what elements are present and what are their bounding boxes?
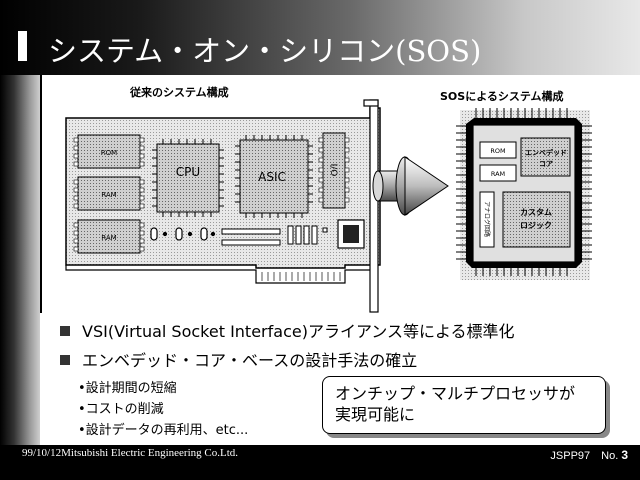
- title-bullet-bar: [18, 31, 27, 61]
- chip-ram-label: RAM: [491, 170, 505, 178]
- chip-embedded-core-label-1: エンベデッド: [525, 148, 567, 157]
- callout-line-2: 実現可能に: [335, 405, 416, 424]
- sub-item-1: •設計期間の短縮: [78, 381, 177, 396]
- board-ram-label-1: RAM: [101, 191, 116, 199]
- chip-analog-label: アナログ回路: [483, 201, 491, 237]
- square-bullet-icon: [60, 355, 70, 365]
- board-cpu-label: CPU: [176, 165, 200, 179]
- slot-bars: [221, 228, 281, 246]
- cpu-chip: [152, 139, 224, 217]
- board-ram-label-2: RAM: [101, 234, 116, 242]
- sub-item-3: •設計データの再利用、etc...: [78, 423, 249, 438]
- chip-embedded-core-label-2: コア: [539, 160, 553, 168]
- sub-item-2: •コストの削減: [78, 402, 164, 417]
- sos-chip-package: [456, 108, 592, 280]
- side-gradient: [0, 75, 40, 445]
- footer-bar: [0, 445, 640, 480]
- right-heading: SOSによるシステム構成: [440, 90, 564, 103]
- chip-custom-logic-label-2: ロジック: [520, 220, 552, 230]
- transform-arrow-icon: [372, 156, 449, 216]
- asic-chip: [235, 135, 313, 218]
- chip-custom-logic-label-1: カスタム: [520, 207, 552, 217]
- rom-chip: [73, 134, 145, 169]
- capacitors: [150, 227, 216, 241]
- bullet-item-1: VSI(Virtual Socket Interface)アライアンス等による標…: [60, 318, 515, 342]
- system-diagram: ROM RAM RAM CPU ASIC I/O ROM RAM エンベデッド …: [65, 99, 592, 313]
- chip-rom-label: ROM: [490, 147, 505, 155]
- footer-page: JSPP97 No. 3: [550, 447, 628, 463]
- connector-port: [337, 219, 365, 249]
- bullet-text-2: エンベデッド・コア・ベースの設計手法の確立: [82, 351, 418, 370]
- io-chip: [318, 132, 350, 209]
- left-heading: 従来のシステム構成: [130, 86, 229, 99]
- panel-edge: [40, 75, 42, 313]
- bullet-item-2: エンベデッド・コア・ベースの設計手法の確立: [60, 347, 417, 371]
- board-io-label: I/O: [328, 164, 338, 177]
- header-band: [0, 0, 640, 75]
- footer-company: 99/10/12Mitsubishi Electric Engineering …: [22, 447, 238, 459]
- callout-line-1: オンチップ・マルチプロセッサが: [335, 384, 576, 403]
- slide-title: システム・オン・シリコン(SOS): [48, 34, 482, 68]
- footer-conference: JSPP97 No.: [550, 450, 622, 462]
- bullet-text-1: VSI(Virtual Socket Interface)アライアンス等による標…: [82, 322, 515, 341]
- dip-switch: [287, 225, 328, 245]
- square-bullet-icon: [60, 326, 70, 336]
- board-asic-label: ASIC: [258, 170, 286, 184]
- callout-box: オンチップ・マルチプロセッサが 実現可能に: [322, 376, 606, 434]
- page-number: 3: [621, 448, 628, 462]
- ram-chip-1: [73, 176, 145, 211]
- board-rom-label: ROM: [101, 149, 117, 157]
- ram-chip-2: [73, 219, 145, 254]
